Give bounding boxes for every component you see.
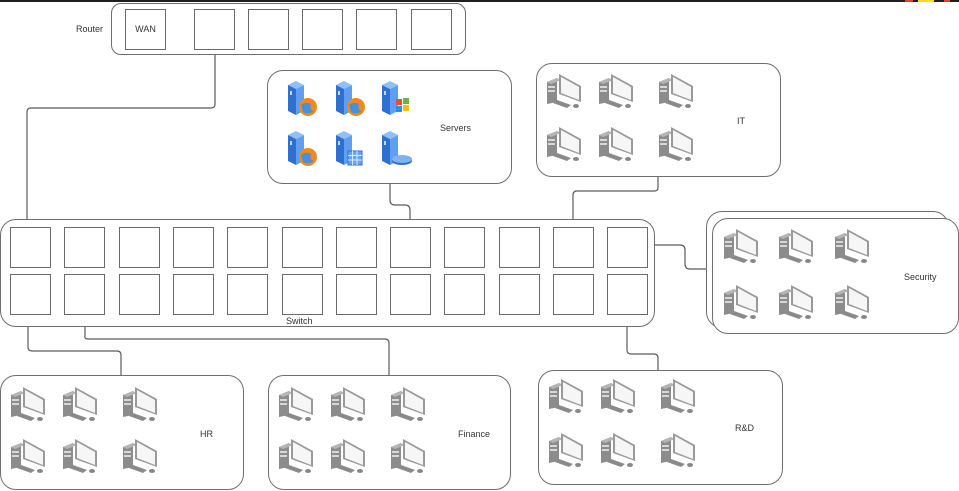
workstation-icon[interactable] (327, 433, 371, 477)
switch-port-top[interactable] (444, 227, 486, 268)
switch-port-top[interactable] (64, 227, 106, 268)
department-it[interactable]: IT (536, 63, 781, 177)
switch-port-bottom[interactable] (444, 274, 486, 315)
web-server-icon[interactable] (278, 127, 322, 171)
workstation-icon[interactable] (655, 68, 699, 112)
window-accent (944, 0, 950, 2)
workstation-icon[interactable] (119, 381, 163, 425)
web-server-icon[interactable] (278, 77, 322, 121)
workstation-icon[interactable] (7, 433, 51, 477)
router-label: Router (76, 24, 104, 34)
workstation-icon[interactable] (545, 427, 589, 471)
router-port[interactable] (302, 9, 343, 50)
workstation-icon[interactable] (119, 433, 163, 477)
switch-port-top[interactable] (607, 227, 649, 268)
switch-port-top[interactable] (335, 227, 377, 268)
link-switch-security (648, 244, 706, 270)
switch-port-top[interactable] (10, 227, 51, 268)
link-switch-finance (84, 313, 390, 375)
switch-port-bottom[interactable] (607, 274, 649, 315)
switch-label: Switch (286, 316, 313, 326)
switch-port-top[interactable] (553, 227, 594, 268)
router-port[interactable] (411, 9, 452, 50)
window-accent (918, 0, 934, 2)
switch-port-top[interactable] (498, 227, 540, 268)
router[interactable]: WAN (111, 3, 466, 55)
cluster-server-icon[interactable] (326, 127, 370, 171)
switch-port-bottom[interactable] (64, 274, 106, 315)
port-label: WAN (135, 24, 156, 34)
workstation-icon[interactable] (657, 427, 701, 471)
workstation-icon[interactable] (327, 381, 371, 425)
workstation-icon[interactable] (831, 223, 875, 267)
workstation-icon[interactable] (275, 381, 319, 425)
workstation-icon[interactable] (545, 373, 589, 417)
window-accent (905, 0, 913, 2)
web-server-icon[interactable] (326, 77, 370, 121)
department-label: IT (737, 116, 745, 126)
department-rnd[interactable]: R&D (538, 370, 783, 485)
router-port[interactable] (356, 9, 397, 50)
servers-label: Servers (440, 123, 472, 133)
switch-port-top[interactable] (172, 227, 214, 268)
link-router-switch (26, 50, 216, 227)
switch-port-bottom[interactable] (498, 274, 540, 315)
department-hr[interactable]: HR (0, 375, 244, 490)
switch-port-top[interactable] (118, 227, 160, 268)
router-port[interactable] (248, 9, 289, 50)
window-top-border (0, 0, 959, 2)
workstation-icon[interactable] (595, 121, 639, 165)
workstation-icon[interactable] (775, 223, 819, 267)
workstation-icon[interactable] (597, 427, 641, 471)
switch-port-bottom[interactable] (227, 274, 269, 315)
link-switch-rnd (626, 313, 659, 370)
switch-port-bottom[interactable] (335, 274, 377, 315)
windows-server-icon[interactable] (372, 77, 416, 121)
workstation-icon[interactable] (775, 279, 819, 323)
switch-port-top[interactable] (227, 227, 269, 268)
department-label: R&D (735, 423, 755, 433)
servers-group[interactable]: Servers (267, 70, 512, 184)
workstation-icon[interactable] (7, 381, 51, 425)
workstation-icon[interactable] (657, 373, 701, 417)
switch-port-bottom[interactable] (553, 274, 594, 315)
workstation-icon[interactable] (597, 373, 641, 417)
link-switch-hr (27, 313, 122, 375)
workstation-icon[interactable] (543, 68, 587, 112)
department-finance[interactable]: Finance (268, 375, 511, 490)
workstation-icon[interactable] (543, 121, 587, 165)
department-security[interactable]: Security (712, 218, 959, 334)
workstation-icon[interactable] (655, 121, 699, 165)
database-server-icon[interactable] (372, 127, 416, 171)
workstation-icon[interactable] (275, 433, 319, 477)
switch-port-top[interactable] (390, 227, 432, 268)
switch-port-bottom[interactable] (172, 274, 214, 315)
workstation-icon[interactable] (720, 223, 764, 267)
switch-port-bottom[interactable] (281, 274, 323, 315)
workstation-icon[interactable] (831, 279, 875, 323)
router-port-wan[interactable]: WAN (125, 9, 166, 50)
workstation-icon[interactable] (387, 433, 431, 477)
switch[interactable]: Switch (0, 219, 655, 327)
department-label: Security (904, 272, 937, 282)
department-label: Finance (458, 429, 491, 439)
workstation-icon[interactable] (59, 433, 103, 477)
workstation-icon[interactable] (595, 68, 639, 112)
switch-port-bottom[interactable] (118, 274, 160, 315)
workstation-icon[interactable] (387, 381, 431, 425)
workstation-icon[interactable] (720, 279, 764, 323)
link-it-switch (572, 176, 659, 227)
switch-port-bottom[interactable] (390, 274, 432, 315)
workstation-icon[interactable] (59, 381, 103, 425)
router-port[interactable] (194, 9, 235, 50)
switch-port-top[interactable] (281, 227, 323, 268)
department-label: HR (200, 429, 213, 439)
switch-port-bottom[interactable] (10, 274, 51, 315)
link-servers-switch (389, 183, 411, 227)
